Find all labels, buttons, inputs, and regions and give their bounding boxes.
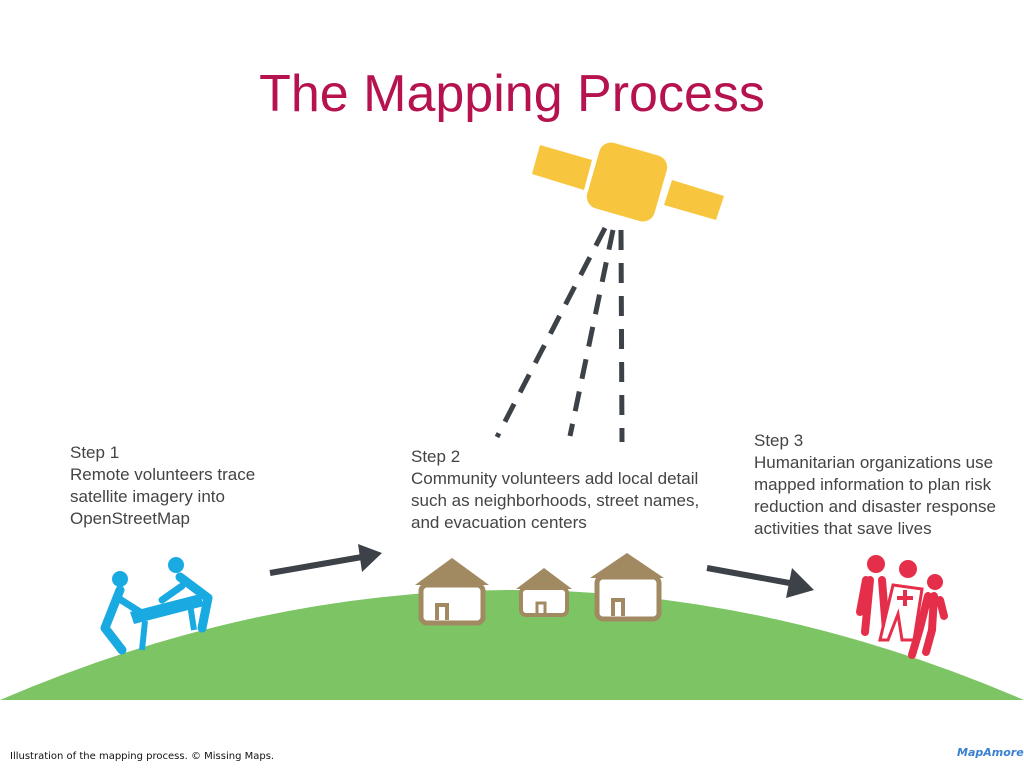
step-label: Step 2 xyxy=(411,447,461,466)
image-caption: Illustration of the mapping process. © M… xyxy=(10,751,275,762)
step-description: Humanitarian organizations use mapped in… xyxy=(754,453,996,538)
hut xyxy=(590,553,664,622)
step-1: Step 1 Remote volunteers trace satellite… xyxy=(70,442,260,530)
arrow-right-icon xyxy=(706,565,814,598)
step-description: Remote volunteers trace satellite imager… xyxy=(70,465,256,528)
satellite-icon xyxy=(532,142,724,222)
hut xyxy=(516,568,572,617)
ground-hill xyxy=(0,590,1024,700)
step-3: Step 3 Humanitarian organizations use ma… xyxy=(754,430,1019,540)
step-label: Step 1 xyxy=(70,443,120,462)
step-2: Step 2 Community volunteers add local de… xyxy=(411,446,711,534)
diagram-title: The Mapping Process xyxy=(259,65,765,123)
hut xyxy=(415,558,489,626)
humanitarian-responders-icon xyxy=(856,555,948,659)
remote-volunteers-icon xyxy=(100,557,213,655)
step-description: Community volunteers add local detail su… xyxy=(411,469,700,532)
arrow-right-icon xyxy=(269,544,382,576)
mapamore-logo: MapAmore xyxy=(957,746,1024,759)
step-label: Step 3 xyxy=(754,431,804,450)
satellite-signal-lines xyxy=(494,226,625,443)
village-huts-icon xyxy=(415,553,664,626)
